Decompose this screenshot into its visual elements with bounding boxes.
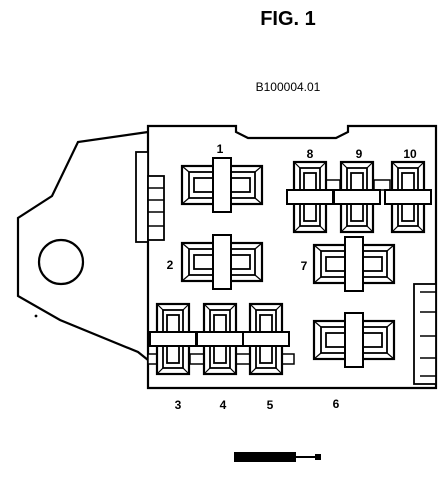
fuse-label-8: 8 [307,147,314,161]
fuse-8 [285,160,335,234]
fuse-1 [180,156,264,214]
fuse-label-9: 9 [356,147,363,161]
bus-bar-8-9 [325,179,341,191]
fuse-label-2: 2 [167,258,174,272]
figure-title: FIG. 1 [260,8,316,30]
mounting-flange [16,130,149,361]
fuse-label-7: 7 [301,259,308,273]
fuse-label-5: 5 [267,398,274,412]
fuse-label-10: 10 [403,147,417,161]
fuse-label-4: 4 [220,398,227,412]
figure-code: B100004.01 [256,80,321,94]
fuse-3 [148,302,198,376]
fuse-6 [312,311,396,369]
scale-bar-mark [234,452,321,462]
bus-bar-9-10 [373,179,391,191]
fuse-10 [383,160,433,234]
fuse-7 [312,235,396,293]
right-side-connector [413,283,437,385]
flange-dot [34,314,38,318]
fuse-5 [241,302,291,376]
fuse-label-1: 1 [217,142,224,156]
bus-bar-4-5 [235,353,251,365]
left-side-connector [135,151,165,243]
fuse-2 [180,233,264,291]
fuse-label-6: 6 [333,397,340,411]
mounting-hole [37,238,85,286]
fuse-9 [332,160,382,234]
fuse-4 [195,302,245,376]
bus-stub-5-right [281,353,295,365]
bus-bar-3-4 [189,353,205,365]
fuse-label-3: 3 [175,398,182,412]
